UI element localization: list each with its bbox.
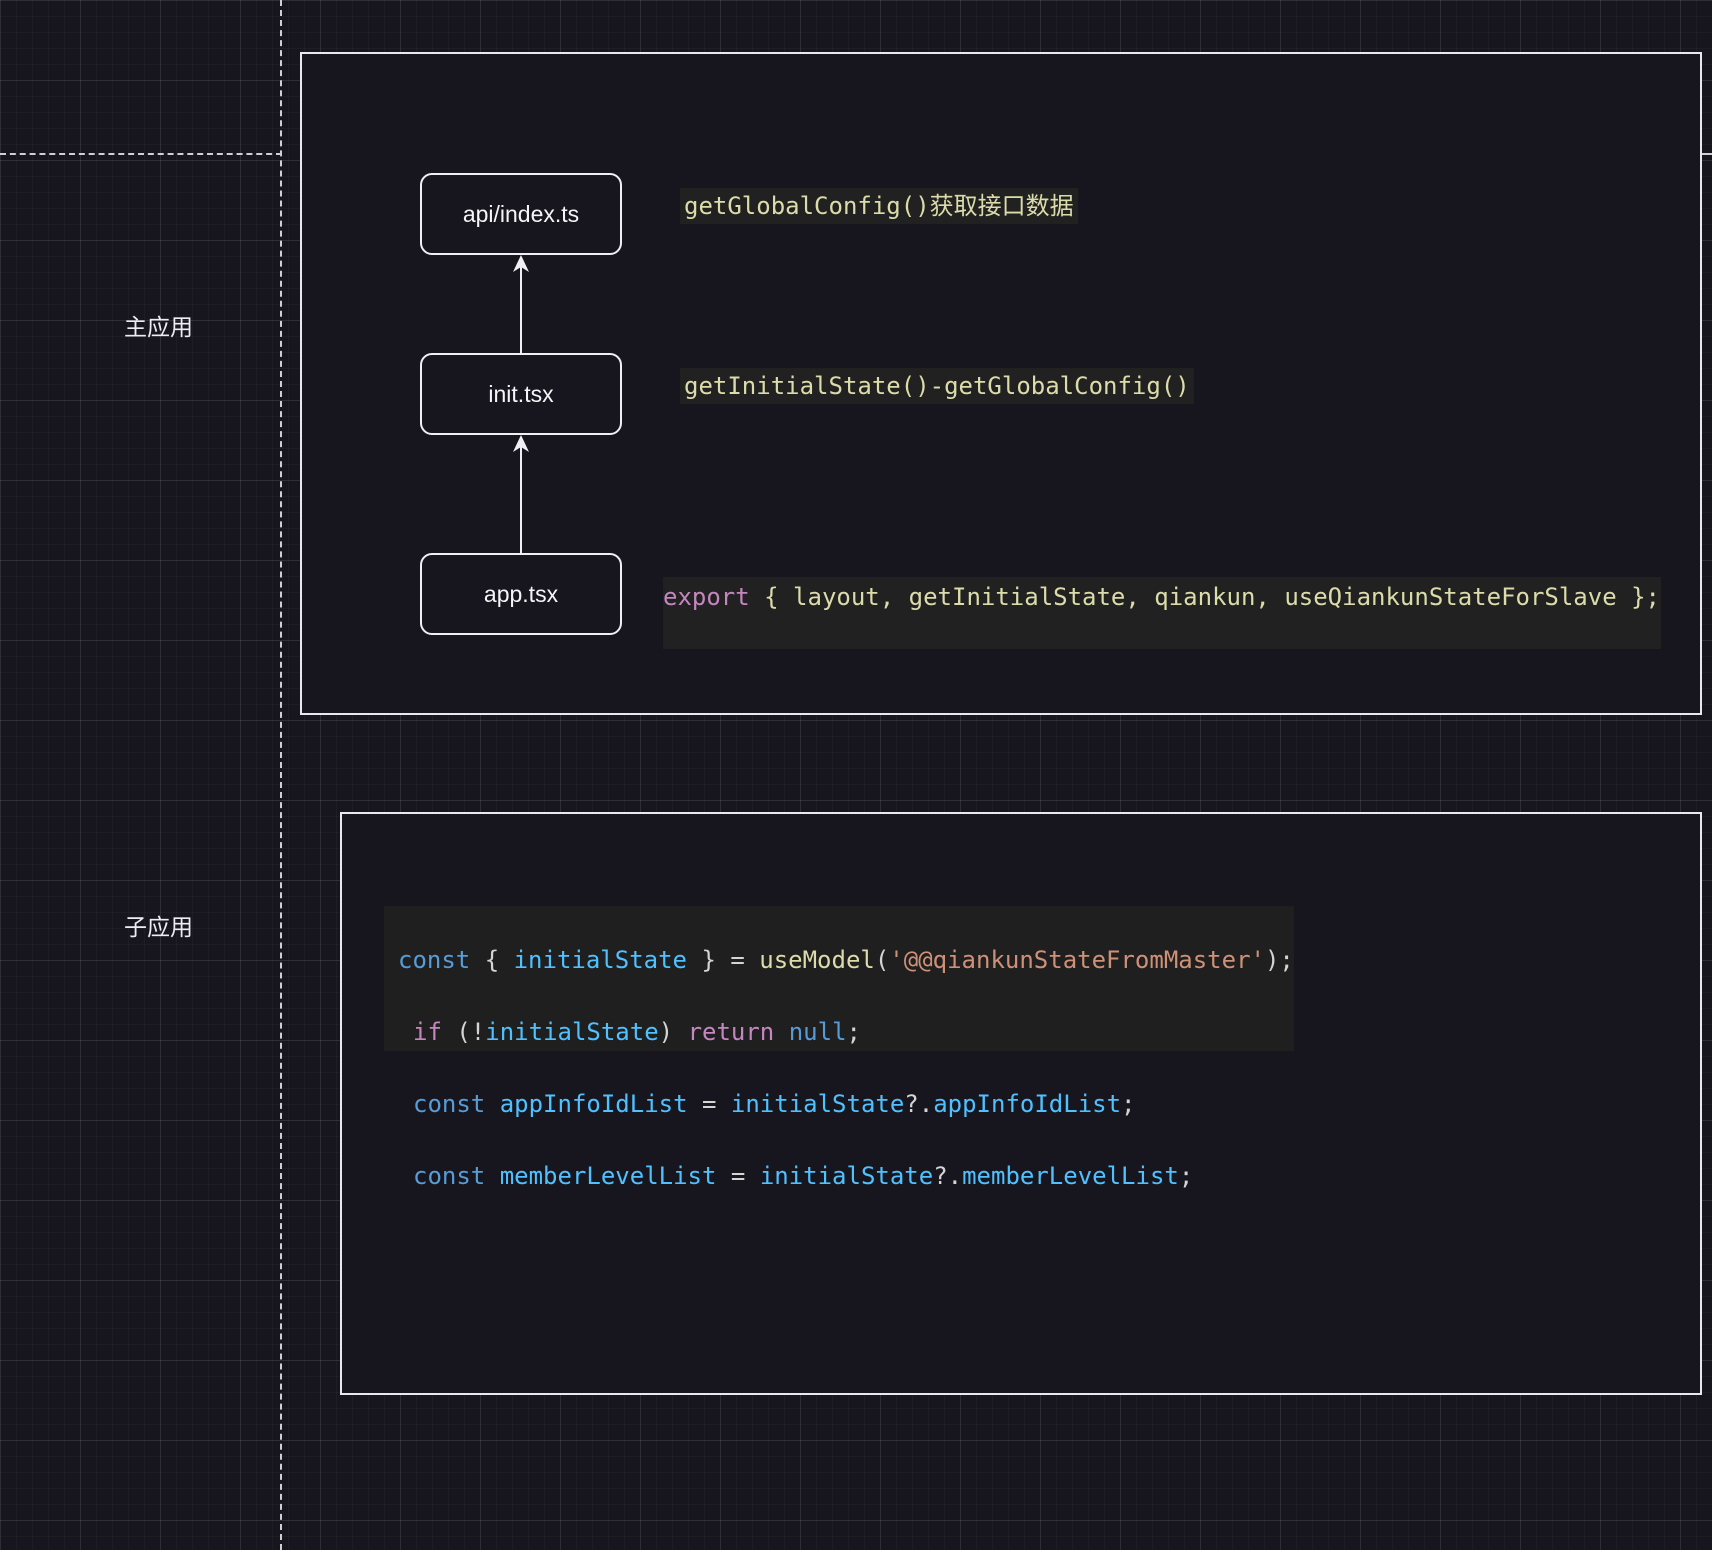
lane-divider-vertical	[280, 0, 282, 1550]
code-token: ;	[1178, 1162, 1194, 1190]
code-token: (	[874, 946, 890, 974]
code-token: );	[1264, 946, 1294, 974]
code-token: memberLevelList	[962, 1162, 1179, 1190]
code-token: const	[398, 946, 471, 974]
code-token: initialState	[759, 1162, 934, 1190]
note-get-initial-state: getInitialState()-getGlobalConfig()	[680, 368, 1194, 404]
code-token: (!	[441, 1018, 486, 1046]
code-token: {	[470, 946, 514, 974]
lane-divider-horizontal	[0, 153, 282, 155]
code-token: null	[788, 1018, 847, 1046]
code-token: =	[687, 1090, 731, 1118]
code-token: )	[658, 1018, 688, 1046]
lane-label-sub-app: 子应用	[124, 915, 193, 941]
code-token	[774, 1018, 788, 1046]
arrowhead-api-icon	[513, 255, 529, 272]
code-token: return	[687, 1018, 775, 1046]
code-line-4: const memberLevelList = initialState?.me…	[384, 1158, 1294, 1194]
code-token: appInfoIdList	[499, 1090, 688, 1118]
code-token: initialState	[730, 1090, 905, 1118]
code-token: useModel	[759, 946, 875, 974]
node-api-index: api/index.ts	[420, 173, 622, 255]
code-token: '@@qiankunStateFromMaster'	[889, 946, 1265, 974]
lane-label-main-app: 主应用	[124, 315, 193, 341]
export-code-block: export { layout, getInitialState, qianku…	[663, 577, 1661, 649]
export-keyword: export	[663, 583, 750, 611]
code-token: const	[413, 1162, 486, 1190]
code-token: ?.	[933, 1162, 963, 1190]
note-get-global-config: getGlobalConfig()获取接口数据	[680, 188, 1078, 224]
code-token: } =	[687, 946, 760, 974]
sub-app-code-block: const { initialState } = useModel('@@qia…	[384, 906, 1294, 1190]
code-token: initialState	[485, 1018, 659, 1046]
arrowhead-init-icon	[513, 435, 529, 452]
code-token: ;	[1121, 1090, 1136, 1118]
code-line-3: const appInfoIdList = initialState?.appI…	[384, 1086, 1294, 1122]
code-token: appInfoIdList	[933, 1090, 1122, 1118]
code-token: if	[413, 1018, 442, 1046]
code-token: memberLevelList	[499, 1162, 717, 1190]
code-line-1: const { initialState } = useModel('@@qia…	[384, 942, 1294, 978]
code-token: const	[413, 1090, 486, 1118]
export-body: { layout, getInitialState, qiankun, useQ…	[749, 583, 1661, 611]
lane-divider-horizontal-stub	[1700, 153, 1712, 155]
code-token: initialState	[513, 946, 687, 974]
code-token: ?.	[904, 1090, 934, 1118]
code-token: =	[716, 1162, 760, 1190]
code-token: ;	[846, 1018, 861, 1046]
node-app: app.tsx	[420, 553, 622, 635]
code-line-2: if (!initialState) return null;	[384, 1014, 1294, 1050]
node-init: init.tsx	[420, 353, 622, 435]
